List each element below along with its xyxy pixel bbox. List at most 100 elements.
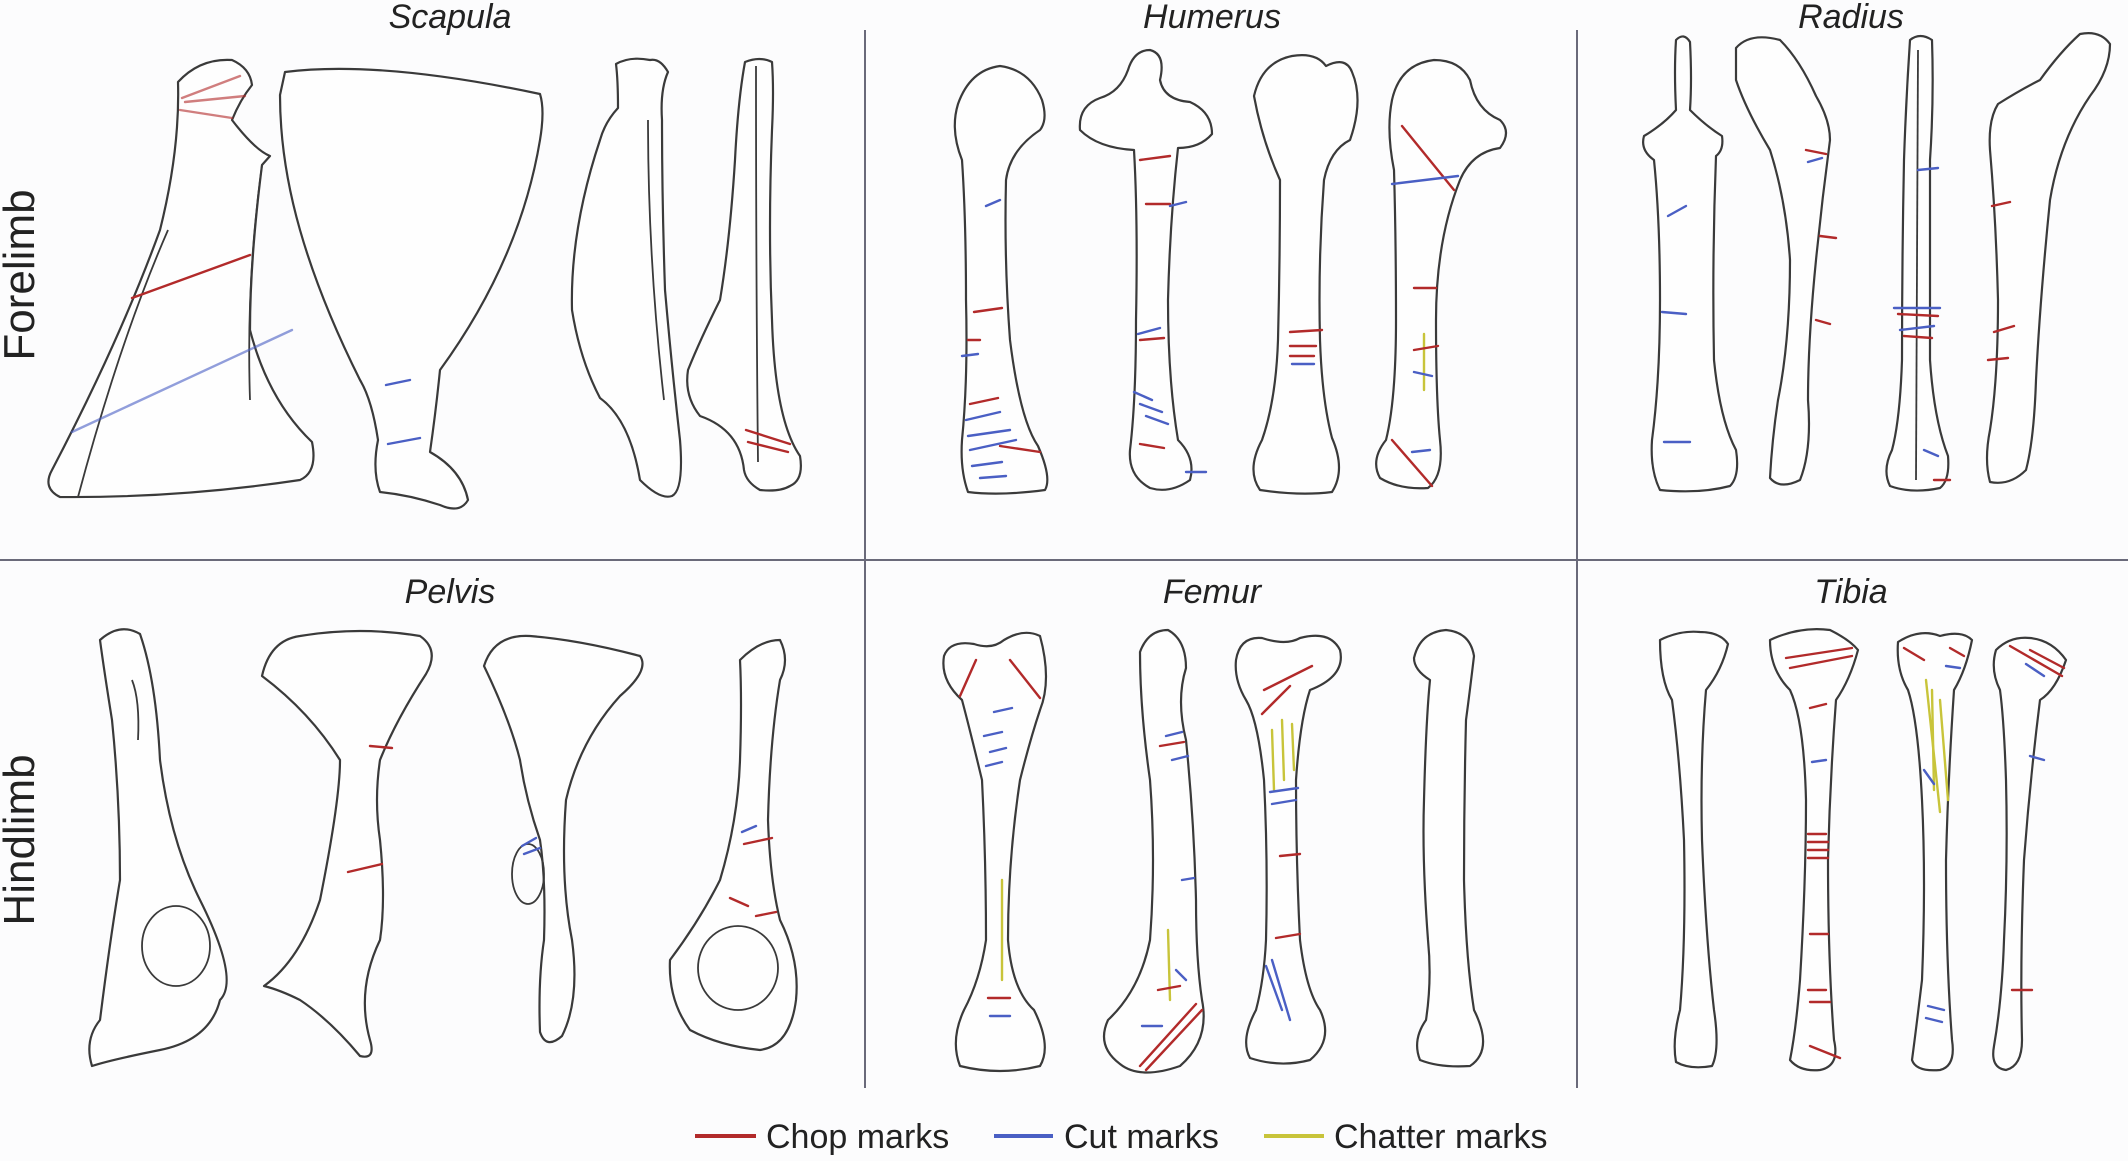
pelvis-mark-cut: [522, 846, 542, 856]
radius-view-3: [1885, 34, 1952, 492]
pelvis-mark-chop: [754, 910, 778, 918]
radius-mark-cut: [1666, 204, 1688, 218]
femur-views: [942, 628, 1485, 1074]
tibia-mark-cut: [2028, 754, 2046, 762]
legend-label-chatter: Chatter marks: [1334, 1118, 1548, 1156]
humerus-mark-cut: [1138, 402, 1164, 414]
radius-views: [1642, 32, 2112, 493]
tibia-mark-chop: [2008, 644, 2064, 678]
femur-mark-chop: [1158, 740, 1186, 748]
femur-mark-chop: [1274, 932, 1302, 940]
femur-mark-cut: [1270, 958, 1292, 1022]
radius-mark-chop: [1814, 318, 1832, 326]
scapula-mark-chop: [746, 440, 790, 454]
humerus-mark-chop: [968, 396, 1000, 406]
panel-title-femur: Femur: [1163, 573, 1263, 611]
tibia-view-1: [1658, 630, 1730, 1069]
panel-title-scapula: Scapula: [389, 0, 512, 36]
femur-mark-chop: [1262, 664, 1314, 692]
tibia-mark-chop: [1784, 646, 1854, 660]
pelvis-view-3: [482, 634, 644, 1044]
tibia-mark-cut: [1810, 758, 1828, 764]
scapula-mark-cut: [384, 378, 412, 387]
humerus-mark-cut: [1132, 390, 1154, 402]
scapula-mark-chop: [180, 74, 242, 100]
radius-mark-chop: [1902, 334, 1934, 340]
pelvis-view-1: [88, 628, 228, 1068]
scapula-mark-chop: [183, 94, 247, 104]
scapula-view-2: [278, 67, 544, 510]
pelvis-mark-cut: [520, 836, 538, 848]
femur-mark-chop: [1156, 984, 1182, 992]
femur-mark-cut: [1170, 754, 1190, 762]
femur-view-3: [1234, 634, 1342, 1065]
legend-label-chop: Chop marks: [766, 1118, 949, 1156]
scapula-mark-cut: [386, 436, 422, 446]
panel-title-pelvis: Pelvis: [405, 573, 496, 611]
humerus-mark-chop: [1138, 154, 1172, 162]
tibia-view-4: [1992, 636, 2068, 1072]
humerus-mark-chop: [1400, 124, 1456, 192]
pelvis-view-4: [668, 638, 798, 1052]
row-label-hindlimb: Hindlimb: [0, 754, 44, 925]
tibia-mark-cut: [1924, 1016, 1944, 1024]
humerus-mark-cut: [1168, 200, 1188, 208]
panel-title-humerus: Humerus: [1143, 0, 1281, 36]
pelvis-mark-chop: [728, 896, 750, 908]
tibia-mark-chatter: [1930, 688, 1936, 792]
humerus-mark-chop: [1138, 336, 1166, 342]
pelvis-mark-chop: [368, 744, 394, 750]
femur-mark-chatter: [1270, 728, 1276, 792]
femur-mark-cut: [1268, 786, 1300, 794]
radius-view-1: [1642, 35, 1739, 493]
legend: Chop marks Cut marks Chatter marks: [695, 1118, 1548, 1156]
femur-mark-cut: [992, 706, 1014, 714]
humerus-mark-chop: [1138, 442, 1166, 450]
tibia-mark-cut: [2024, 662, 2046, 678]
radius-mark-chop: [1992, 324, 2016, 334]
femur-mark-chop: [1008, 658, 1042, 700]
radius-mark-cut: [1922, 448, 1940, 458]
femur-mark-chop: [958, 658, 978, 698]
femur-mark-cut: [1174, 968, 1188, 982]
legend-item-chatter: Chatter marks: [1264, 1118, 1548, 1156]
femur-mark-chop: [1278, 852, 1302, 858]
humerus-mark-cut: [968, 438, 1018, 452]
humerus-mark-cut: [1136, 326, 1162, 336]
humerus-mark-chop: [1412, 344, 1440, 352]
radius-mark-cut: [1806, 156, 1824, 164]
tibia-mark-chop: [1788, 654, 1854, 670]
tibia-mark-chop: [1808, 1044, 1842, 1060]
femur-mark-cut: [982, 730, 1004, 738]
scapula-views: [47, 57, 802, 510]
scapula-mark-cut: [70, 328, 294, 434]
humerus-view-1: [953, 64, 1049, 495]
femur-mark-chatter: [1290, 722, 1296, 772]
radius-mark-chop: [1818, 234, 1838, 240]
scapula-mark-chop: [744, 428, 792, 446]
pelvis-mark-cut: [740, 824, 758, 834]
tibia-mark-chop: [1902, 646, 1926, 662]
humerus-view-2: [1078, 48, 1214, 491]
humerus-mark-cut: [964, 410, 1002, 422]
tibia-view-3: [1896, 631, 1974, 1072]
femur-mark-chop: [1260, 684, 1292, 716]
humerus-mark-cut: [1390, 174, 1460, 186]
radius-mark-chop: [1804, 148, 1828, 156]
femur-mark-cut: [1270, 798, 1298, 806]
pelvis-views: [88, 628, 798, 1068]
humerus-mark-cut: [970, 460, 1004, 468]
humerus-mark-chop: [998, 444, 1042, 454]
scapula-view-4: [686, 57, 802, 492]
radius-mark-chop: [1896, 312, 1940, 318]
femur-mark-cut: [1180, 876, 1196, 882]
tibia-mark-chop: [1808, 702, 1828, 710]
radius-mark-cut: [1916, 166, 1940, 172]
tibia-mark-chop: [2028, 648, 2066, 670]
panel-title-radius: Radius: [1798, 0, 1904, 36]
humerus-mark-cut: [966, 428, 1012, 438]
femur-view-2: [1102, 628, 1205, 1074]
scapula-view-1: [47, 58, 315, 499]
humerus-mark-chop: [972, 306, 1004, 314]
